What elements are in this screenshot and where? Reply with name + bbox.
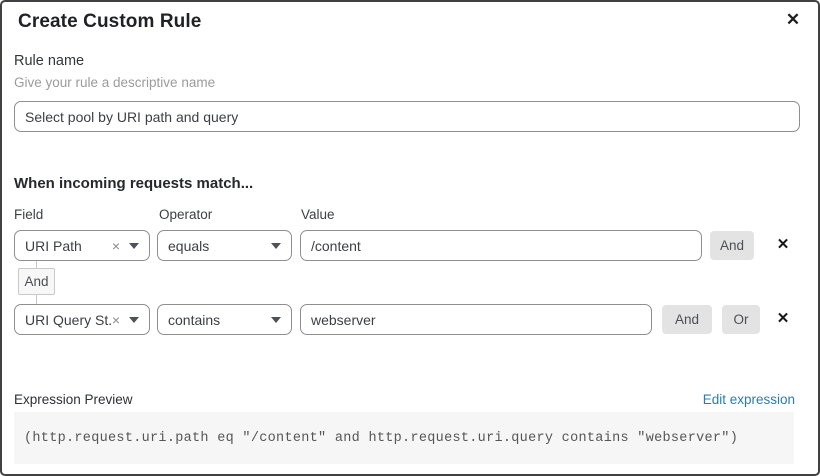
and-connector-badge: And: [18, 268, 55, 295]
expression-code-box: (http.request.uri.path eq "/content" and…: [14, 412, 794, 464]
remove-condition-icon-row1[interactable]: ✕: [772, 234, 794, 256]
field-column-label: Field: [14, 207, 44, 222]
field-select-value: URI Query St...: [25, 311, 112, 328]
field-select-row1[interactable]: URI Path ×: [14, 230, 150, 261]
connector-line: [36, 295, 37, 304]
value-input-row2[interactable]: [300, 304, 652, 335]
operator-select-value: contains: [168, 311, 221, 328]
and-button-row1[interactable]: And: [710, 231, 754, 260]
rule-name-label: Rule name: [14, 53, 85, 69]
rule-name-hint: Give your rule a descriptive name: [14, 75, 216, 90]
connector-line: [36, 261, 37, 269]
field-select-value: URI Path: [25, 237, 82, 254]
chevron-down-icon: [129, 316, 139, 323]
expression-code: (http.request.uri.path eq "/content" and…: [24, 430, 739, 446]
remove-condition-icon-row2[interactable]: ✕: [772, 308, 794, 330]
operator-select-row2[interactable]: contains: [157, 304, 292, 335]
match-heading: When incoming requests match...: [14, 175, 254, 192]
expression-preview-label: Expression Preview: [14, 392, 133, 407]
page-title: Create Custom Rule: [18, 11, 202, 32]
operator-select-value: equals: [168, 237, 210, 254]
chevron-down-icon: [271, 316, 281, 323]
value-column-label: Value: [301, 207, 335, 222]
clear-icon[interactable]: ×: [111, 237, 120, 254]
operator-select-row1[interactable]: equals: [157, 230, 292, 261]
or-button-row2[interactable]: Or: [722, 305, 760, 334]
rule-name-input[interactable]: [14, 101, 800, 132]
close-icon[interactable]: ✕: [782, 9, 804, 31]
chevron-down-icon: [129, 242, 139, 249]
clear-icon[interactable]: ×: [111, 311, 120, 328]
field-select-row2[interactable]: URI Query St... ×: [14, 304, 150, 335]
and-button-row2[interactable]: And: [662, 305, 712, 334]
value-input-row1[interactable]: [300, 230, 702, 261]
operator-column-label: Operator: [159, 207, 213, 222]
edit-expression-link[interactable]: Edit expression: [702, 392, 795, 407]
chevron-down-icon: [271, 242, 281, 249]
